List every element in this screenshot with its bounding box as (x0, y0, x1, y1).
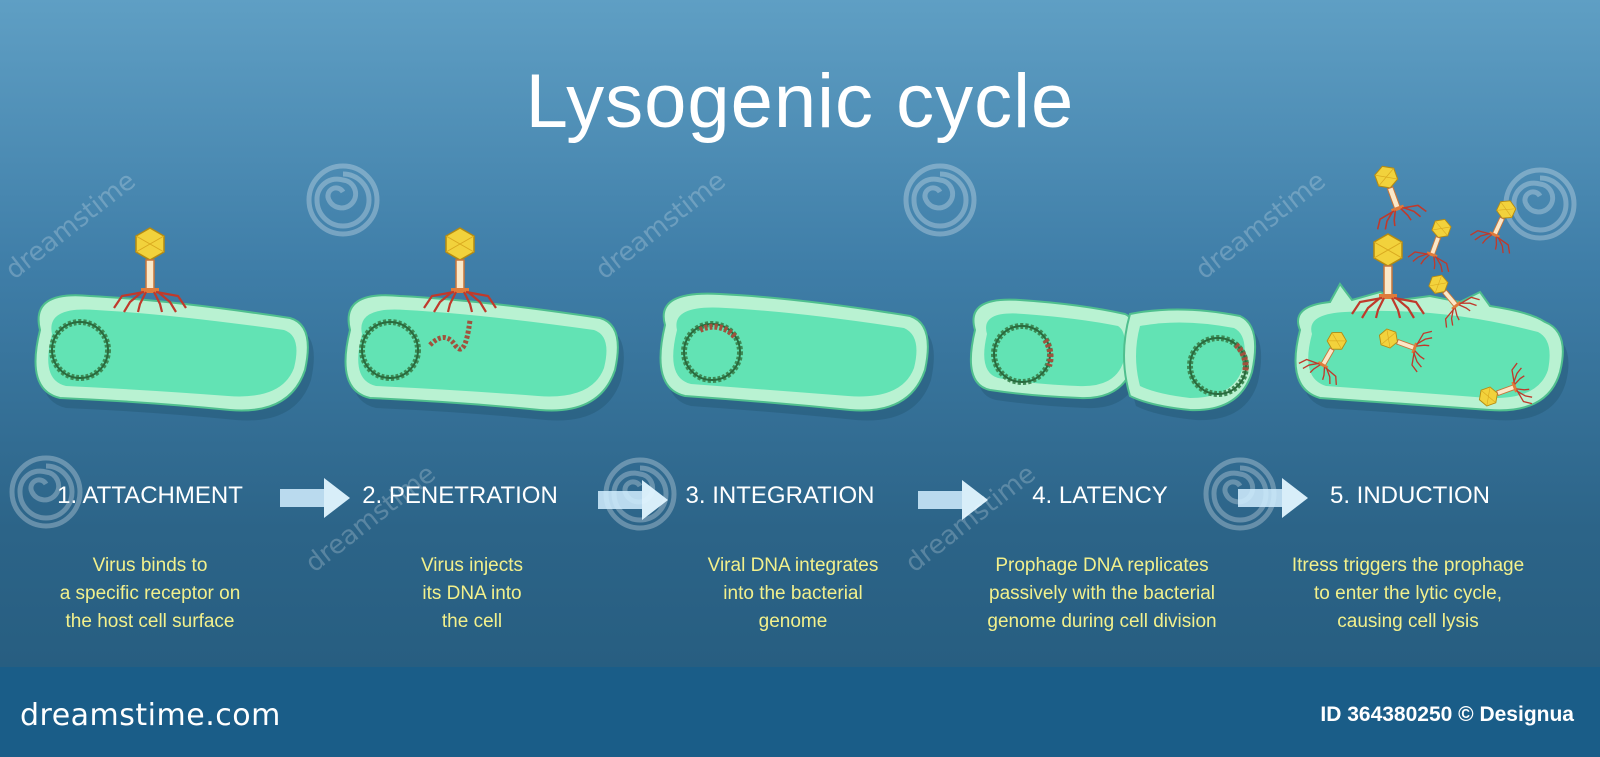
step-description-induction: Itress triggers the prophage to enter th… (1258, 552, 1558, 636)
step-title-latency: 4. LATENCY (1032, 482, 1168, 509)
step-description-penetration: Virus injects its DNA into the cell (322, 552, 622, 636)
bacteriophage-icon (1357, 156, 1429, 233)
description-line: the host cell surface (65, 611, 235, 632)
cell-latency (969, 298, 1262, 421)
description-line: genome (758, 611, 828, 632)
description-line: to enter the lytic cycle, (1314, 583, 1502, 604)
step-description-attachment: Virus binds to a specific receptor on th… (0, 552, 300, 636)
step-description-latency: Prophage DNA replicates passively with t… (952, 552, 1252, 636)
spiral-watermark-icon (906, 166, 974, 234)
description-line: Itress triggers the prophage (1291, 555, 1525, 576)
description-line: the cell (441, 611, 503, 632)
bacteriophage-icon (1406, 211, 1466, 275)
step-title-induction: 5. INDUCTION (1329, 482, 1490, 509)
description-line: causing cell lysis (1337, 611, 1479, 632)
diagram-title: Lysogenic cycle (525, 59, 1075, 144)
description-line: Virus injects (420, 555, 524, 576)
cell-attachment (34, 226, 314, 421)
spiral-watermark-icon (1506, 170, 1574, 238)
step-description-integration: Viral DNA integrates into the bacterial … (643, 552, 943, 636)
image-credit: ID 364380250 © Designua (1320, 703, 1574, 726)
step-title-integration: 3. INTEGRATION (685, 482, 875, 509)
description-line: into the bacterial (723, 583, 863, 604)
cell-penetration (344, 226, 624, 421)
cell-induction (1294, 156, 1569, 421)
step-title-attachment: 1. ATTACHMENT (57, 482, 243, 509)
spiral-watermark-icon (309, 166, 377, 234)
description-line: its DNA into (422, 583, 522, 604)
watermark-site: dreamstime.com (20, 698, 281, 733)
description-line: Viral DNA integrates (707, 555, 879, 576)
viral-dna-strand (428, 319, 473, 352)
description-line: passively with the bacterial (989, 583, 1215, 604)
illustration-area (0, 156, 1600, 667)
description-line: Prophage DNA replicates (995, 555, 1209, 576)
description-line: Virus binds to (92, 555, 208, 576)
description-line: a specific receptor on (59, 583, 241, 604)
cell-integration (659, 292, 934, 421)
watermark-bar: dreamstime.com ID 364380250 © Designua (0, 667, 1600, 757)
description-line: genome during cell division (987, 611, 1217, 632)
step-title-penetration: 2. PENETRATION (362, 482, 558, 509)
